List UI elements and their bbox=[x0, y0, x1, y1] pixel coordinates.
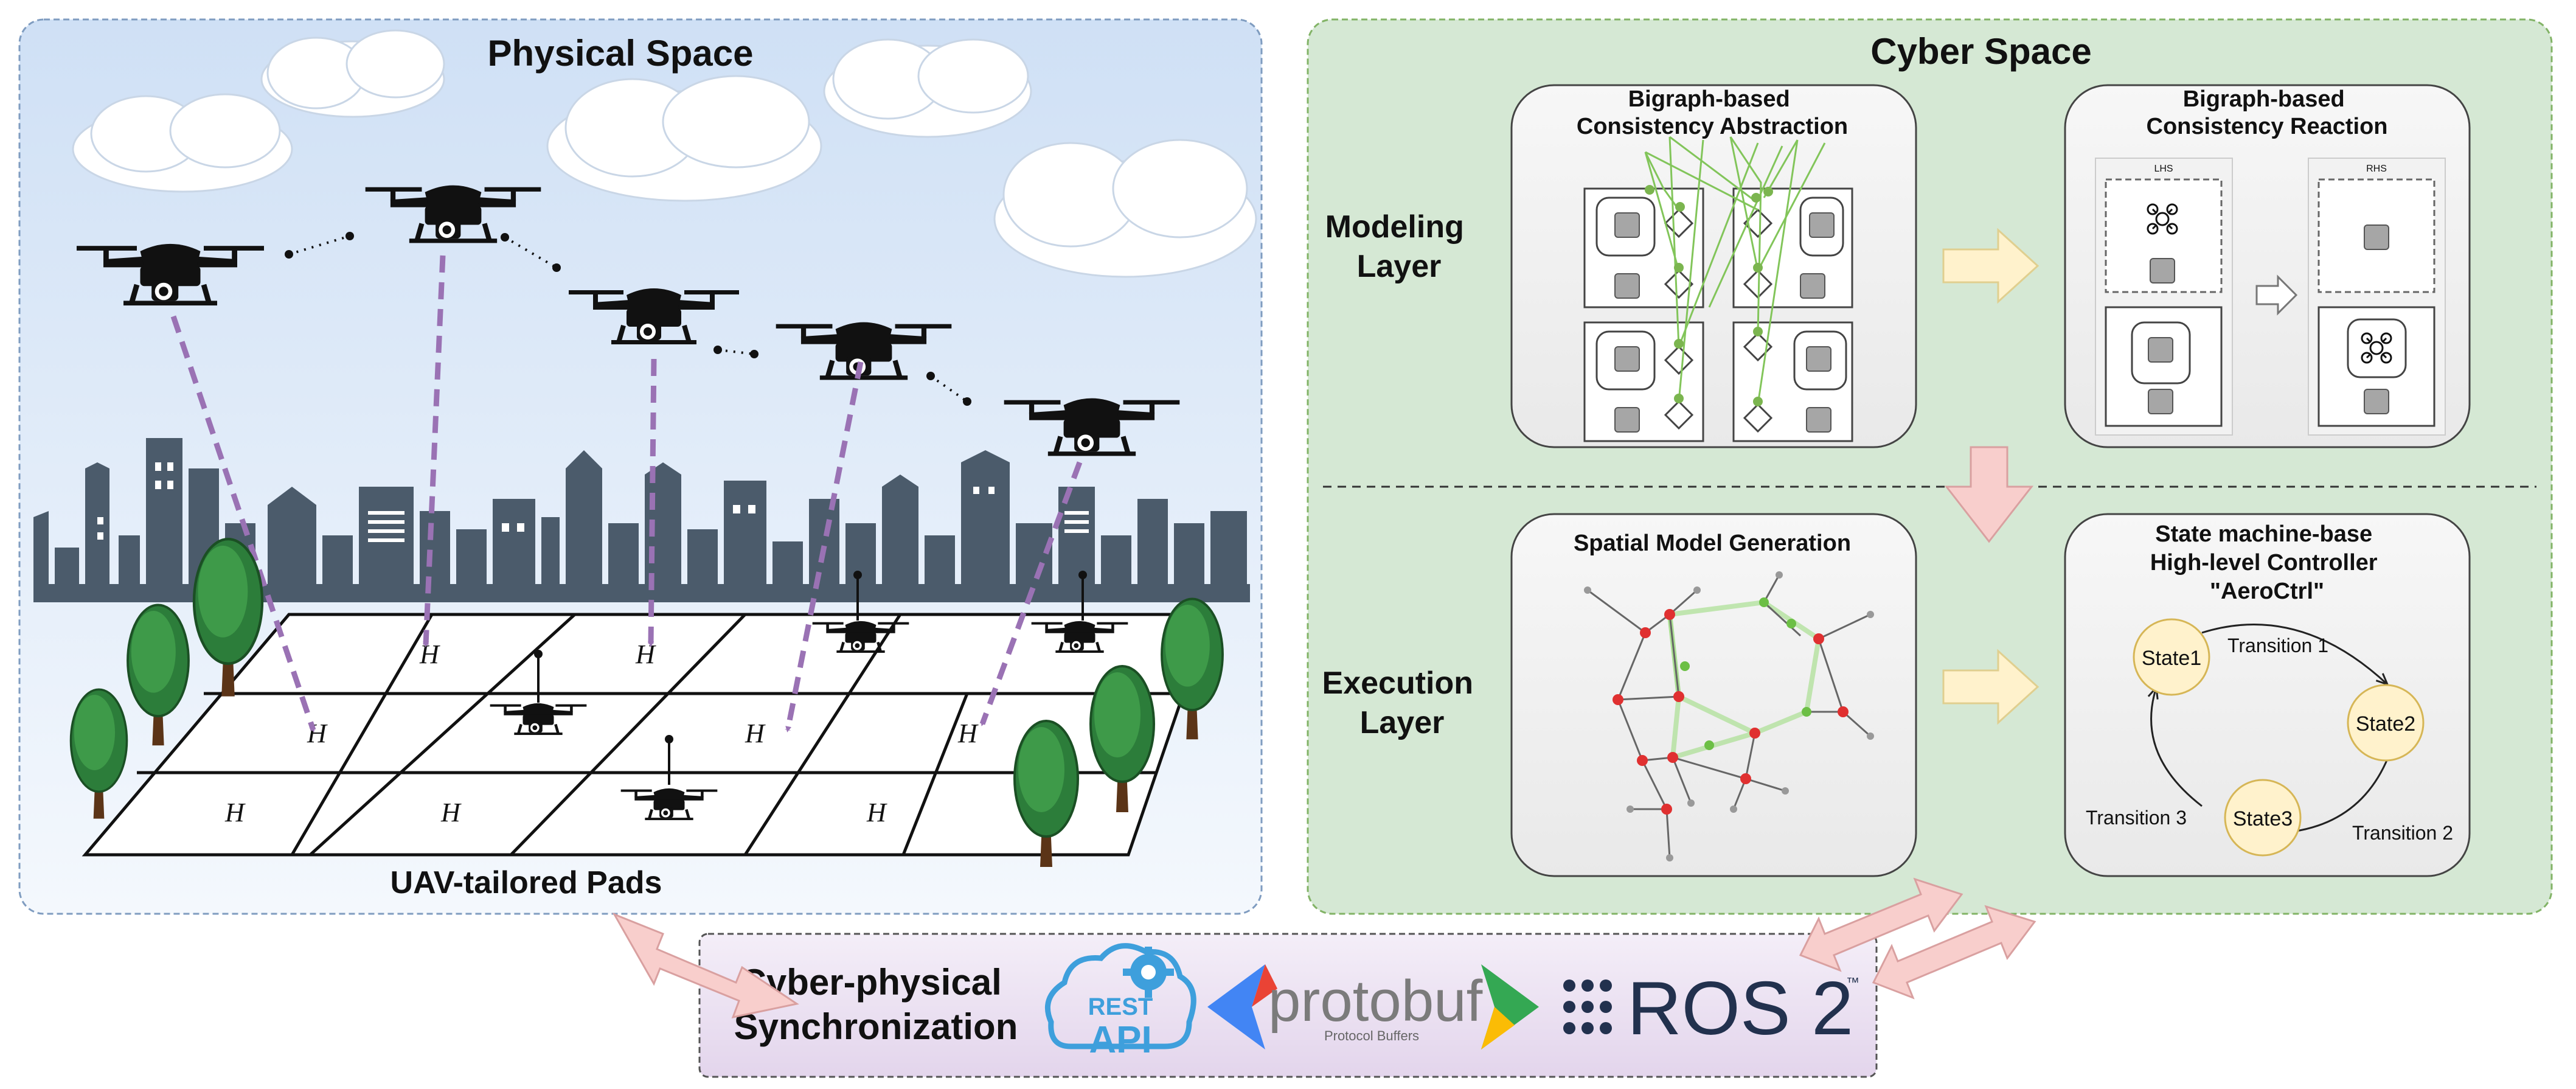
physical-space-panel: Physical Space bbox=[18, 18, 1263, 915]
lhs-label: LHS bbox=[2154, 164, 2173, 174]
spatial-graph-green-nodes bbox=[1680, 597, 1811, 750]
api-label: API bbox=[1089, 1019, 1151, 1061]
transition-1-arrow bbox=[2201, 623, 2389, 686]
ros-dots-icon bbox=[1563, 979, 1612, 1034]
pad-h-marker: H bbox=[635, 639, 656, 669]
bigraph-links bbox=[1644, 136, 1826, 405]
ros2-trademark: ™ bbox=[1846, 975, 1859, 990]
pad-h-marker: H bbox=[745, 718, 766, 748]
landing-trajectory bbox=[979, 461, 1083, 726]
pad-h-marker: H bbox=[957, 718, 979, 748]
cloud bbox=[72, 93, 293, 193]
pad-h-marker: H bbox=[440, 798, 462, 827]
state1-label: State1 bbox=[2142, 647, 2201, 670]
sync-double-arrows bbox=[612, 877, 2036, 1019]
cyber-sync-arrow-1 bbox=[1799, 877, 1963, 972]
sync-title: Cyber-physical Synchronization bbox=[734, 962, 1018, 1047]
ros2-label: ROS 2 bbox=[1627, 967, 1853, 1051]
gear-icon bbox=[1123, 947, 1174, 998]
ros2-logo: ROS 2 ™ bbox=[1563, 967, 1859, 1051]
bigraph-abstraction-card: Bigraph-based Consistency Abstraction bbox=[1510, 84, 1917, 448]
bigraph-ports bbox=[1645, 185, 1773, 406]
transition-3-arrow bbox=[2147, 685, 2203, 807]
drone-links bbox=[288, 235, 968, 403]
execution-layer-label: Execution Layer bbox=[1322, 666, 1482, 740]
modeling-flow-arrow bbox=[1942, 228, 2040, 304]
pad-h-marker: H bbox=[866, 798, 887, 827]
landing-trajectory bbox=[785, 361, 864, 732]
state1-node bbox=[2133, 618, 2210, 696]
pad-h-marker: H bbox=[419, 639, 440, 669]
state3-label: State3 bbox=[2233, 807, 2293, 830]
cloud-icon bbox=[1044, 943, 1196, 1049]
spatial-graph-leaf-nodes bbox=[1584, 571, 1874, 861]
cloud bbox=[823, 38, 1032, 138]
layer-transition-arrow bbox=[1944, 446, 2034, 543]
uav-pads-label: UAV-tailored Pads bbox=[391, 865, 662, 900]
spatial-graph-red-nodes bbox=[1613, 609, 1849, 815]
reaction-title: Bigraph-based Consistency Reaction bbox=[2147, 86, 2388, 139]
clouds bbox=[72, 29, 1257, 278]
sync-panel: Cyber-physical Synchronization REST API … bbox=[612, 877, 2036, 1078]
landed-drones bbox=[490, 571, 1128, 820]
physical-space-title: Physical Space bbox=[488, 33, 754, 74]
controller-title: State machine-base High-level Controller… bbox=[2150, 521, 2384, 604]
state3-node bbox=[2224, 779, 2302, 857]
protobuf-left-chevron-icon bbox=[1207, 964, 1265, 1049]
protobuf-sub-label: Protocol Buffers bbox=[1324, 1028, 1419, 1043]
bigraph-nodes bbox=[1614, 212, 1835, 433]
landing-trajectories bbox=[170, 255, 1083, 732]
spatial-title: Spatial Model Generation bbox=[1574, 531, 1851, 556]
rhs-panel: RHS bbox=[2308, 158, 2446, 436]
landing-trajectory bbox=[170, 315, 316, 732]
cyber-space-panel: Cyber Space Modeling Layer Execution Lay… bbox=[1307, 18, 2553, 915]
cloud bbox=[546, 75, 822, 202]
rest-api-logo: REST API bbox=[1044, 943, 1196, 1061]
transition-3-label: Transition 3 bbox=[2086, 807, 2187, 829]
rest-label: REST bbox=[1088, 993, 1153, 1020]
abstraction-title: Bigraph-based Consistency Abstraction bbox=[1577, 86, 1848, 139]
protobuf-logo: protobuf Protocol Buffers bbox=[1207, 964, 1539, 1049]
transition-2-label: Transition 2 bbox=[2352, 822, 2453, 844]
state2-node bbox=[2347, 684, 2425, 762]
uav-pads-grid bbox=[82, 613, 1213, 857]
pad-h-marker: H bbox=[224, 798, 246, 827]
cyber-space-title: Cyber Space bbox=[1870, 31, 2092, 72]
cyber-sync-arrow-2 bbox=[1872, 905, 2036, 1000]
bigraph-reaction-card: Bigraph-based Consistency Reaction LHS R… bbox=[2064, 84, 2471, 448]
pad-h-markers: H H H H H H H H bbox=[224, 639, 979, 827]
spatial-model-card: Spatial Model Generation bbox=[1510, 513, 1917, 877]
cloud bbox=[260, 29, 445, 118]
drone-link-dots bbox=[285, 232, 971, 406]
physical-sync-arrow bbox=[612, 913, 799, 1019]
rhs-label: RHS bbox=[2366, 164, 2387, 174]
building-windows bbox=[97, 462, 1089, 542]
pad-vertical-lines bbox=[290, 613, 969, 856]
state2-label: State2 bbox=[2356, 712, 2415, 736]
protobuf-label: protobuf bbox=[1268, 969, 1483, 1034]
landing-trajectory bbox=[648, 358, 657, 647]
execution-flow-arrow bbox=[1942, 649, 2040, 725]
controller-card: State machine-base High-level Controller… bbox=[2064, 513, 2471, 877]
modeling-layer-label: Modeling Layer bbox=[1325, 209, 1473, 284]
state-nodes bbox=[2133, 618, 2425, 857]
bigraph-diamonds bbox=[1664, 208, 1773, 433]
transition-1-label: Transition 1 bbox=[2227, 635, 2328, 656]
cloud bbox=[993, 139, 1257, 278]
reaction-arrow-icon bbox=[2255, 274, 2298, 316]
landing-trajectory bbox=[423, 255, 446, 647]
lhs-panel: LHS bbox=[2095, 158, 2233, 436]
